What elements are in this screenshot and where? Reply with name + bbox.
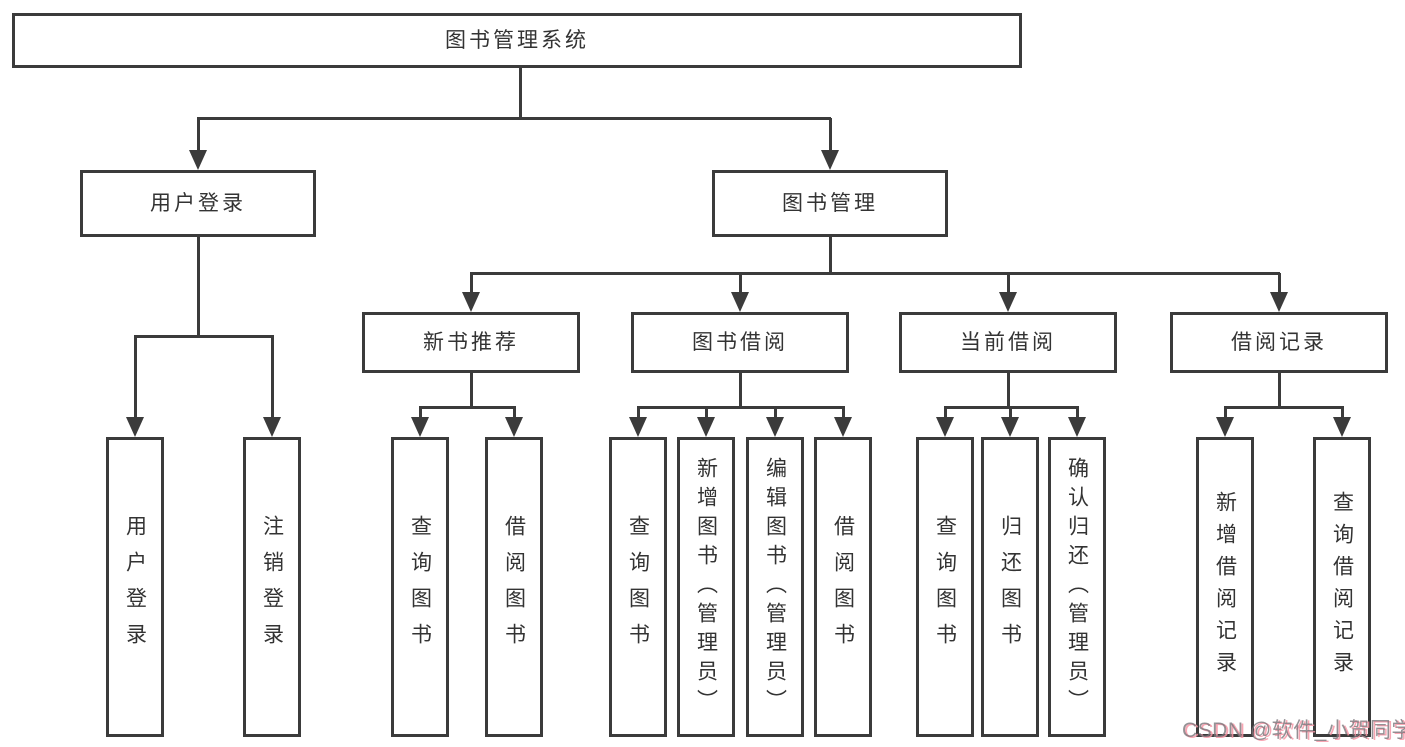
leaf-confirm-return-admin: 确认归还（管理员）: [1048, 437, 1106, 737]
connector-recommend-split: [419, 406, 516, 409]
arrowhead-to-leaf-query1: [411, 417, 429, 437]
connector-root-split: [197, 117, 831, 120]
connector-to-recommend: [470, 273, 473, 294]
connector-to-leaf-query-record: [1341, 407, 1344, 418]
node-label: 图书管理系统: [445, 28, 589, 52]
leaf-borrow-books: 借阅图书: [485, 437, 543, 737]
leaf-add-borrow-record: 新增借阅记录: [1196, 437, 1254, 737]
leaf-add-book-admin: 新增图书（管理员）: [677, 437, 735, 737]
connector-to-leaf-borrow1: [513, 407, 516, 418]
leaf-user-login: 用户登录: [106, 437, 164, 737]
connector-root-stem: [519, 68, 522, 118]
connector-login-stem: [197, 237, 200, 337]
arrowhead-to-records: [1270, 292, 1288, 312]
arrowhead-to-login: [189, 150, 207, 170]
arrowhead-to-recommend: [462, 292, 480, 312]
node-new-book-recommend: 新书推荐: [362, 312, 580, 373]
connector-records-stem: [1278, 373, 1281, 407]
arrowhead-to-leaf-add-book: [697, 417, 715, 437]
connector-borrow-split: [637, 406, 845, 409]
node-label: 图书借阅: [692, 330, 788, 354]
node-borrow-records: 借阅记录: [1170, 312, 1388, 373]
connector-management-split: [470, 272, 1280, 275]
arrowhead-to-leaf-add-record: [1216, 417, 1234, 437]
arrowhead-to-leaf-query3: [936, 417, 954, 437]
connector-to-leaf-query3: [944, 407, 947, 418]
arrowhead-to-leaf-borrow2: [834, 417, 852, 437]
node-book-borrow: 图书借阅: [631, 312, 849, 373]
leaf-query-books-3: 查询图书: [916, 437, 974, 737]
connector-management-stem: [829, 237, 832, 274]
leaf-label: 确认归还（管理员）: [1065, 456, 1089, 718]
connector-to-leaf-query1: [419, 407, 422, 418]
connector-records-split: [1224, 406, 1344, 409]
leaf-label: 编辑图书（管理员）: [763, 456, 787, 718]
leaf-edit-book-admin: 编辑图书（管理员）: [746, 437, 804, 737]
connector-to-leaf-borrow2: [842, 407, 845, 418]
leaf-label: 归还图书: [998, 515, 1022, 659]
arrowhead-to-leaf-edit-book: [766, 417, 784, 437]
leaf-query-books: 查询图书: [391, 437, 449, 737]
csdn-watermark: CSDN @软件_小贺同学: [1182, 719, 1405, 742]
arrowhead-to-current: [999, 292, 1017, 312]
connector-to-current: [1007, 273, 1010, 294]
arrowhead-to-leaf-confirm-return: [1068, 417, 1086, 437]
leaf-label: 查询图书: [626, 515, 650, 659]
leaf-label: 查询图书: [933, 515, 957, 659]
leaf-label: 新增借阅记录: [1213, 491, 1237, 683]
connector-current-stem: [1007, 373, 1010, 407]
connector-to-leaf-logout: [271, 336, 274, 418]
leaf-label: 查询图书: [408, 515, 432, 659]
arrowhead-to-leaf-borrow1: [505, 417, 523, 437]
connector-to-login: [197, 118, 200, 152]
connector-to-leaf-return: [1009, 407, 1012, 418]
leaf-query-borrow-record: 查询借阅记录: [1313, 437, 1371, 737]
leaf-logout: 注销登录: [243, 437, 301, 737]
connector-login-split: [134, 335, 274, 338]
arrowhead-to-leaf-return: [1001, 417, 1019, 437]
connector-to-management: [829, 118, 832, 152]
leaf-label: 新增图书（管理员）: [694, 456, 718, 718]
connector-to-leaf-add-record: [1224, 407, 1227, 418]
leaf-return-books: 归还图书: [981, 437, 1039, 737]
node-book-management: 图书管理: [712, 170, 948, 237]
connector-to-leaf-edit-book: [774, 407, 777, 418]
connector-to-leaf-user-login: [134, 336, 137, 418]
connector-to-leaf-add-book: [705, 407, 708, 418]
leaf-borrow-books-2: 借阅图书: [814, 437, 872, 737]
arrowhead-to-leaf-query2: [629, 417, 647, 437]
leaf-label: 注销登录: [260, 515, 284, 659]
node-label: 图书管理: [782, 191, 878, 215]
connector-to-borrow: [739, 273, 742, 294]
node-user-login: 用户登录: [80, 170, 316, 237]
arrowhead-to-borrow: [731, 292, 749, 312]
connector-to-leaf-confirm-return: [1076, 407, 1079, 418]
leaf-query-books-2: 查询图书: [609, 437, 667, 737]
node-label: 用户登录: [150, 191, 246, 215]
node-label: 新书推荐: [423, 330, 519, 354]
leaf-label: 查询借阅记录: [1330, 491, 1354, 683]
leaf-label: 借阅图书: [502, 515, 526, 659]
connector-borrow-stem: [739, 373, 742, 407]
arrowhead-to-leaf-logout: [263, 417, 281, 437]
leaf-label: 借阅图书: [831, 515, 855, 659]
arrowhead-to-leaf-query-record: [1333, 417, 1351, 437]
arrowhead-to-leaf-user-login: [126, 417, 144, 437]
node-current-borrow: 当前借阅: [899, 312, 1117, 373]
arrowhead-to-management: [821, 150, 839, 170]
node-label: 当前借阅: [960, 330, 1056, 354]
connector-to-records: [1278, 273, 1281, 294]
connector-current-split: [944, 406, 1079, 409]
node-library-system: 图书管理系统: [12, 13, 1022, 68]
connector-recommend-stem: [470, 373, 473, 407]
node-label: 借阅记录: [1231, 330, 1327, 354]
leaf-label: 用户登录: [123, 515, 147, 659]
connector-to-leaf-query2: [637, 407, 640, 418]
